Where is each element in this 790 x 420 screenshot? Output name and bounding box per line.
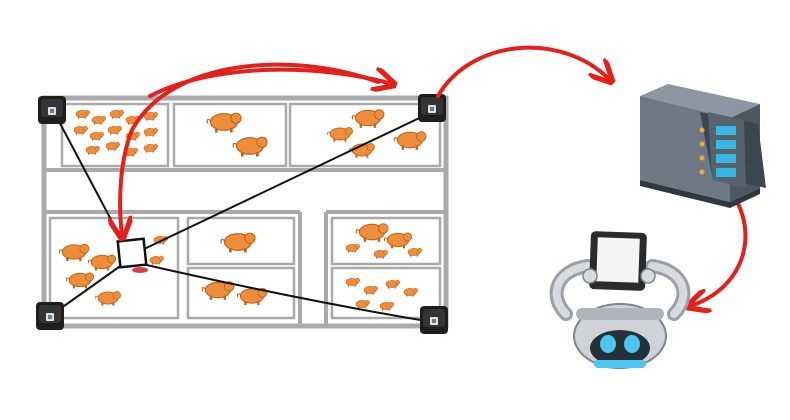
camera-icon — [36, 302, 64, 330]
camera-icon — [420, 306, 448, 334]
robot-icon — [549, 231, 691, 369]
arrow-camera-to-target — [120, 62, 380, 236]
arrow-target-to-camera — [148, 70, 392, 98]
arrow-server-to-robot — [690, 194, 748, 306]
pen-top-middle — [172, 102, 288, 168]
tablet-icon — [589, 231, 647, 291]
injury-mark — [132, 267, 148, 273]
camera-icon — [418, 94, 446, 122]
arrow-camera-to-server — [436, 45, 610, 98]
arrows — [120, 45, 748, 306]
camera-icon — [38, 96, 66, 124]
server-icon — [640, 84, 766, 208]
target-camera-icon — [116, 237, 148, 269]
